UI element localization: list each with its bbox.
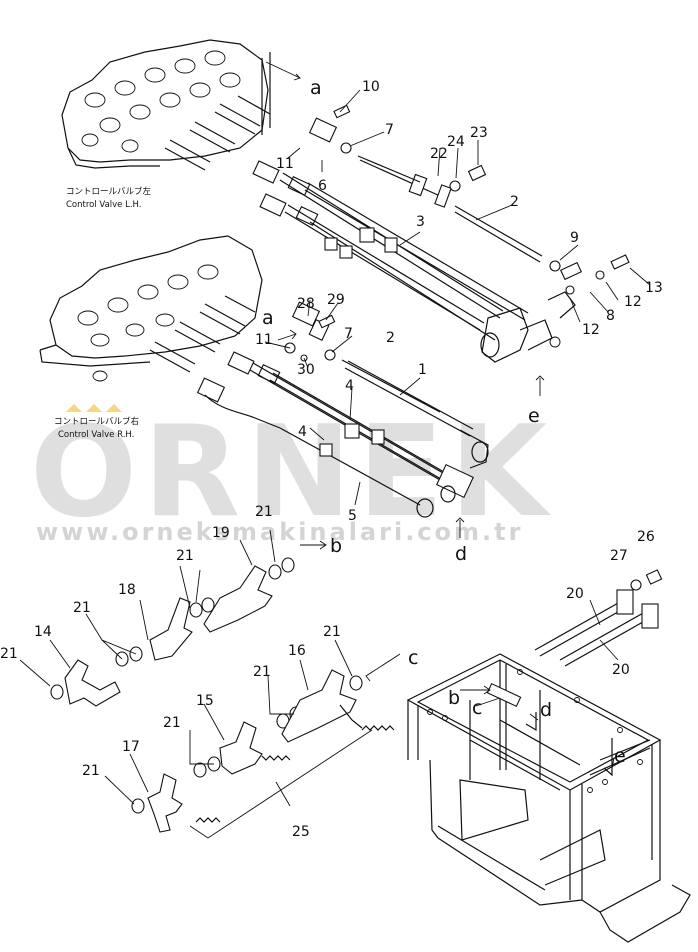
callout-2-upper: 2 (510, 194, 519, 210)
callout-2-lower: 2 (386, 330, 395, 346)
callout-e: e (528, 405, 540, 427)
callout-10: 10 (362, 79, 380, 95)
callout-26: 26 (637, 529, 655, 545)
callout-21-f: 21 (253, 664, 271, 680)
callout-13: 13 (645, 280, 663, 296)
callout-4-lower: 4 (298, 424, 307, 440)
lower-linkage (196, 301, 489, 518)
callout-21-h: 21 (82, 763, 100, 779)
callout-21-b: 21 (176, 548, 194, 564)
caption-rh-jp: コントロールバルブ右 (54, 416, 139, 427)
callout-15: 15 (196, 693, 214, 709)
control-valve-rh (39, 235, 263, 382)
caption-rh-en: Control Valve R.H. (58, 430, 134, 440)
callout-c: c (408, 647, 418, 669)
upper-linkage (252, 104, 630, 363)
accent-triangles (66, 404, 122, 412)
callout-29: 29 (327, 292, 345, 308)
callout-16: 16 (288, 643, 306, 659)
callout-12-right: 12 (624, 294, 642, 310)
callout-9: 9 (570, 230, 579, 246)
callout-7-lower: 7 (344, 326, 353, 342)
callout-19: 19 (212, 525, 230, 541)
bushing-21-group (50, 557, 363, 814)
callout-30: 30 (297, 362, 315, 378)
leader-lines (19, 61, 651, 805)
frame-callout-b: b (448, 687, 460, 709)
callout-22: 22 (430, 146, 448, 162)
callout-21-g: 21 (163, 715, 181, 731)
callout-24: 24 (447, 134, 465, 150)
callout-27: 27 (610, 548, 628, 564)
callout-labels: a a b c d e b c d e 10 7 11 6 22 24 23 2… (0, 77, 663, 840)
caption-lh-jp: コントロールバルブ左 (66, 186, 152, 197)
frame-callout-e: e (614, 745, 626, 767)
operator-frame (406, 653, 691, 943)
callout-11-lower: 11 (255, 332, 273, 348)
lever-assembly (50, 557, 395, 839)
callout-17: 17 (122, 739, 140, 755)
callout-6: 6 (318, 178, 327, 194)
pins-20 (534, 569, 663, 667)
callout-21-a: 21 (255, 504, 273, 520)
callout-3: 3 (416, 214, 425, 230)
callout-14: 14 (34, 624, 52, 640)
frame-callout-c: c (472, 697, 482, 719)
captions: コントロールバルブ左 Control Valve L.H. コントロールバルブ右… (54, 186, 152, 440)
callout-21-c: 21 (73, 600, 91, 616)
callout-8: 8 (606, 308, 615, 324)
callout-4-upper: 4 (345, 378, 354, 394)
callout-23: 23 (470, 125, 488, 141)
callout-d: d (455, 543, 467, 565)
control-valve-lh (61, 39, 271, 171)
callout-1: 1 (418, 362, 427, 378)
callout-a-upper: a (310, 77, 322, 99)
callout-11-upper: 11 (276, 156, 294, 172)
callout-20-bottom: 20 (612, 662, 630, 678)
callout-21-e: 21 (323, 624, 341, 640)
callout-b: b (330, 535, 342, 557)
callout-25: 25 (292, 824, 310, 840)
callout-12-left: 12 (582, 322, 600, 338)
caption-lh-en: Control Valve L.H. (66, 200, 142, 210)
frame-callout-d: d (540, 699, 552, 721)
watermark-url: www.orneksmakinalari.com.tr (36, 518, 523, 546)
callout-28: 28 (297, 296, 315, 312)
callout-5: 5 (348, 508, 357, 524)
callout-20-top: 20 (566, 586, 584, 602)
callout-21-d: 21 (0, 646, 18, 662)
callout-7-upper: 7 (385, 122, 394, 138)
callout-18: 18 (118, 582, 136, 598)
callout-a-lower: a (262, 307, 274, 329)
